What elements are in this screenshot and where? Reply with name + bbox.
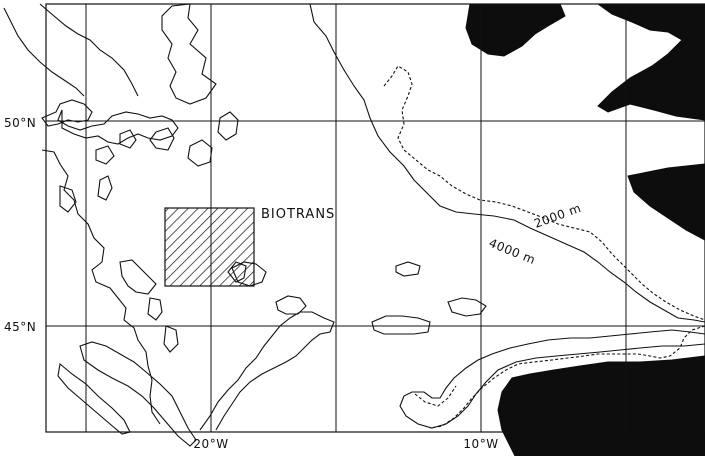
contour-4000m: [3, 3, 705, 447]
land-ireland-north: [465, 3, 566, 57]
contour-label-2000m: 2000 m: [532, 201, 583, 231]
land-iberia: [497, 355, 705, 456]
map-frame: [45, 3, 705, 433]
graticule: [46, 4, 705, 432]
contour-label-4000m: 4000 m: [487, 236, 538, 267]
latitude-label-50n: 50°N: [4, 116, 36, 130]
land-brittany: [627, 163, 705, 241]
latitude-label-45n: 45°N: [4, 320, 36, 334]
longitude-label-20w: 20°W: [193, 437, 228, 451]
contour-2000m: [383, 65, 705, 429]
biotrans-contour-detail: [227, 261, 247, 283]
land-masses: [465, 3, 705, 456]
biotrans-label: BIOTRANS: [261, 207, 335, 222]
biotrans-area: [164, 207, 255, 287]
land-britain-southwest: [596, 3, 705, 121]
longitude-label-10w: 10°W: [463, 437, 498, 451]
